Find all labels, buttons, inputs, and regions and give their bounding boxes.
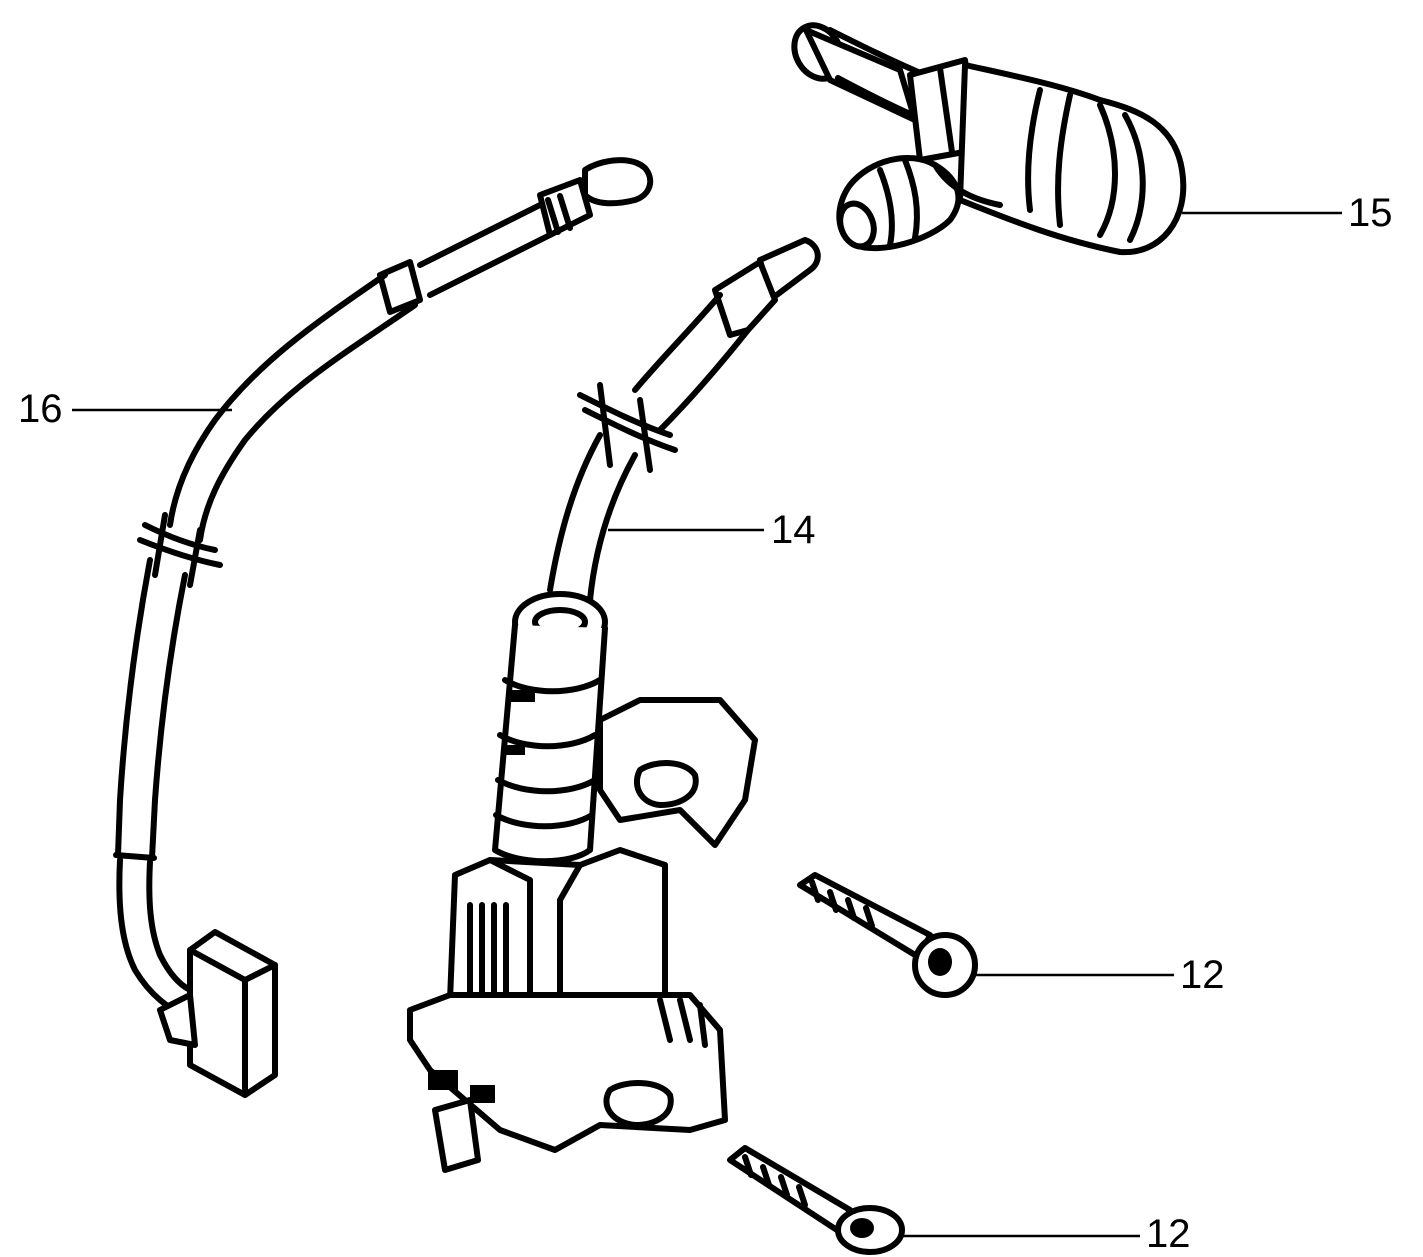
callout-label-12-lower: 12 bbox=[1146, 1212, 1191, 1256]
screw-upper-part bbox=[797, 872, 1174, 998]
callout-label-16: 16 bbox=[18, 387, 63, 431]
callout-label-14: 14 bbox=[771, 508, 816, 552]
pickup-cable-part bbox=[72, 157, 654, 1098]
callout-label-12-upper: 12 bbox=[1180, 953, 1225, 997]
screw-lower-part bbox=[727, 1145, 1140, 1255]
ignition-coil-part bbox=[791, 22, 1342, 256]
cdi-unit-part bbox=[407, 237, 821, 1173]
callout-label-15: 15 bbox=[1348, 191, 1393, 235]
